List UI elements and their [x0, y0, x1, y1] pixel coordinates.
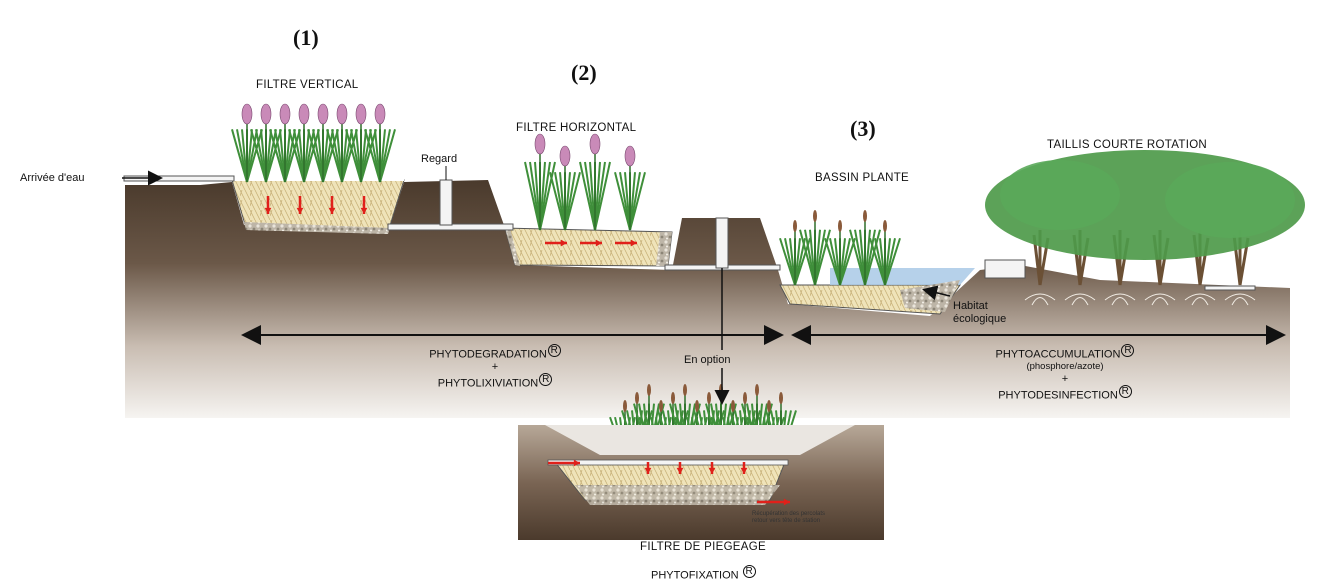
flow-arrow [328, 196, 336, 214]
registered-mark: R [742, 565, 756, 578]
reed-plant [524, 133, 556, 231]
recovery-line-2: retour vers tête de station [752, 518, 821, 524]
tree-canopy [1000, 160, 1120, 230]
flow-arrow [676, 462, 684, 474]
horizontal-filter-title: FILTRE HORIZONTAL [516, 122, 637, 134]
phosphore-azote-note: (phosphore/azote) [1026, 360, 1104, 372]
habitat-arrow [922, 285, 951, 301]
flow-arrow [580, 239, 602, 247]
cattail-plant [779, 220, 811, 286]
reed-plant [579, 133, 611, 231]
vertical-filter-bed [231, 179, 405, 234]
stage-2-number: (2) [571, 60, 597, 85]
flow-arrow [615, 239, 637, 247]
cattail-plant [799, 210, 831, 286]
reed-plant [326, 103, 358, 183]
phytoaccumulation-label: PHYTOACCUMULATION [995, 348, 1121, 361]
flow-arrow [757, 498, 790, 506]
pipes [123, 175, 1256, 291]
habitat-line-1: Habitat [953, 300, 988, 312]
trap-filter-title: FILTRE DE PIEGEAGE [640, 541, 766, 553]
cattail-plant [849, 210, 881, 286]
flow-arrow [296, 196, 304, 214]
reed-plant [307, 103, 339, 183]
registered-mark: R [547, 344, 561, 357]
tree-canopy [1165, 162, 1295, 238]
option-label: En option [684, 354, 731, 366]
flow-arrow [545, 239, 567, 247]
regard-label: Regard [421, 153, 458, 165]
reed-plant [364, 103, 396, 183]
phytodegradation-label: PHYTODEGRADATION [429, 348, 547, 361]
stage-1-number: (1) [293, 25, 319, 50]
cattail-plant [824, 220, 856, 286]
reed-plant [250, 103, 282, 183]
flow-arrow [360, 196, 368, 214]
trap-filter [518, 425, 884, 540]
flow-arrows [264, 196, 790, 506]
reed-plant [549, 145, 581, 231]
habitat-label: Habitat écologique [953, 300, 1006, 326]
phytofixation-label: PHYTOFIXATION R [651, 565, 756, 582]
flow-arrow [548, 459, 580, 467]
registered-mark: R [1121, 344, 1135, 357]
reed-plant [288, 103, 320, 183]
recovery-note: Récupération des percolats retour vers t… [752, 511, 825, 525]
reed-plant [231, 103, 263, 183]
vertical-filter-title: FILTRE VERTICAL [256, 79, 359, 91]
reed-plant [614, 145, 646, 231]
registered-mark: R [1118, 384, 1132, 398]
planted-basin-title: BASSIN PLANTE [815, 172, 910, 184]
flow-arrow [264, 196, 272, 214]
flow-arrow [740, 462, 748, 474]
registered-mark: R [539, 372, 553, 386]
cattail-plant [869, 220, 901, 286]
soil-profile [125, 180, 1290, 418]
recovery-line-1: Récupération des percolats [752, 511, 826, 517]
plus-sign-left: + [491, 360, 499, 373]
flow-arrow [708, 462, 716, 474]
phytodesinfection-label: PHYTODESINFECTION [998, 389, 1118, 402]
plus-sign-right: + [1061, 372, 1069, 385]
taillis-title: TAILLIS COURTE ROTATION [1047, 139, 1208, 151]
stage-3-number: (3) [850, 116, 876, 141]
phytolixiviation-label: PHYTOLIXIVIATION [437, 377, 539, 390]
habitat-line-2: écologique [953, 313, 1007, 325]
flow-arrow [644, 462, 652, 474]
horizontal-filter-bed [504, 227, 673, 267]
inlet-label: Arrivée d'eau [20, 172, 85, 184]
phytofixation-text: PHYTOFIXATION [651, 569, 739, 582]
reed-plant [345, 103, 377, 183]
reed-plant [269, 103, 301, 183]
